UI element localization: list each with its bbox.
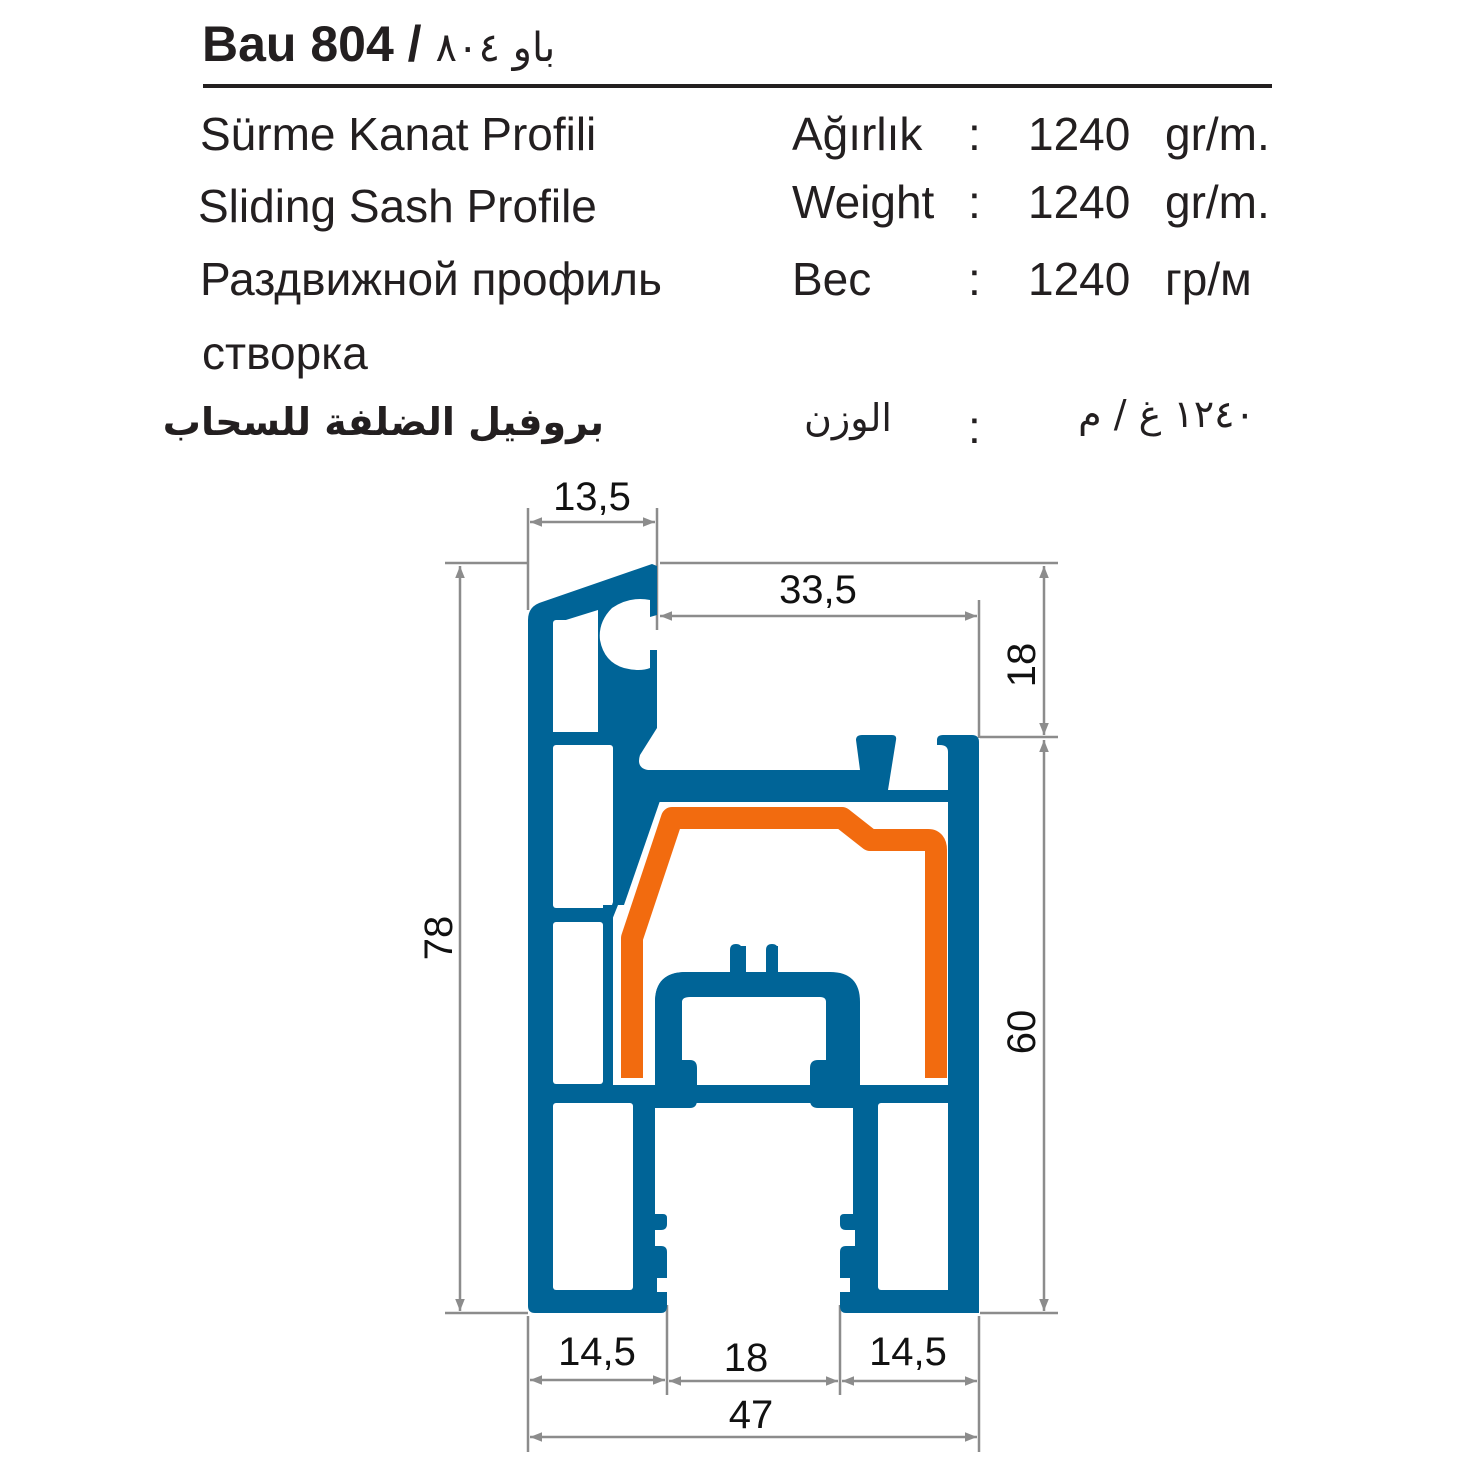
dim-top-height: 18 [1000, 643, 1044, 688]
description-arabic: بروفيل الضلفة للسحاب [162, 400, 604, 444]
title-arabic: باو ٨٠٤ [435, 25, 556, 71]
dim-inner-width: 33,5 [779, 568, 857, 612]
weight-label-en: Weight [792, 176, 935, 228]
weight-label-tr: Ağırlık [792, 108, 923, 160]
profile-cavities [553, 610, 956, 1313]
weight-unit-tr: gr/m. [1165, 108, 1270, 160]
weight-unit-ru: гр/м [1165, 253, 1252, 305]
weight-value-ar: ١٢٤٠ غ / م [1078, 392, 1255, 436]
weight-sep-ar: : [968, 401, 981, 453]
weight-sep-tr: : [968, 108, 981, 160]
weight-value-tr: 1240 [1028, 108, 1131, 160]
weight-label-ar: الوزن [803, 396, 892, 440]
description-russian-2: створка [202, 327, 368, 379]
title-divider [203, 84, 1272, 88]
weight-label-ru: Вес [792, 253, 872, 305]
dim-top-width: 13,5 [553, 475, 631, 519]
dim-lower-height: 60 [1000, 1010, 1044, 1055]
weight-unit-en: gr/m. [1165, 176, 1270, 228]
steel-reinforcement [621, 807, 947, 1078]
dim-total-height: 78 [417, 916, 461, 961]
dim-total-width: 47 [729, 1393, 774, 1437]
title-latin: Bau 804 / [202, 16, 422, 72]
dimension-lines [445, 508, 1058, 1452]
dim-bottom-mid: 18 [724, 1336, 769, 1380]
profile-inner-chamber [528, 732, 979, 1313]
description-turkish: Sürme Kanat Profili [200, 108, 597, 160]
weight-value-ru: 1240 [1028, 253, 1131, 305]
weight-value-en: 1240 [1028, 176, 1131, 228]
description-english: Sliding Sash Profile [198, 180, 597, 232]
dim-bottom-left: 14,5 [558, 1330, 636, 1374]
product-title: Bau 804 / باو ٨٠٤ [202, 14, 555, 78]
weight-sep-ru: : [968, 253, 981, 305]
description-russian-1: Раздвижной профиль [200, 253, 662, 305]
weight-sep-en: : [968, 176, 981, 228]
dim-bottom-right: 14,5 [869, 1330, 947, 1374]
